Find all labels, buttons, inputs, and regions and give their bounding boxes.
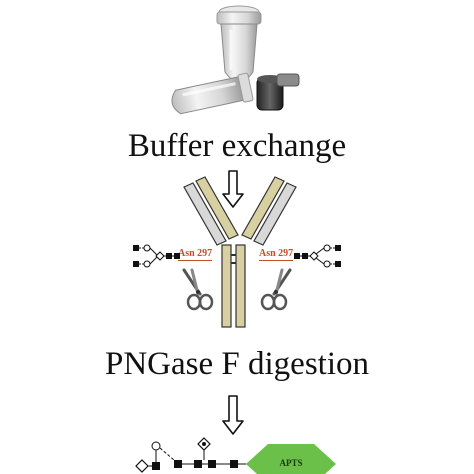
tubes-icon	[171, 5, 300, 115]
left-fab-arm	[183, 176, 239, 246]
fc-region	[221, 244, 246, 328]
asn297-left-label: Asn 297	[178, 248, 213, 261]
down-arrow-icon	[222, 170, 244, 208]
glycan-icon	[133, 244, 180, 268]
step-pngase-digestion-label: PNGase F digestion	[105, 346, 369, 382]
scissors-icon	[182, 268, 214, 311]
glycan-icon	[294, 244, 341, 268]
asn297-right-label: Asn 297	[259, 248, 294, 261]
scissors-icon	[260, 268, 292, 311]
apts-label: APTS	[279, 458, 303, 468]
step-buffer-exchange-label: Buffer exchange	[127, 128, 347, 164]
right-fab-arm	[241, 176, 297, 246]
glycan-icon	[135, 437, 252, 473]
antibody-diagram	[183, 176, 297, 328]
down-arrow-icon	[222, 395, 244, 435]
apts-tag	[246, 444, 336, 474]
